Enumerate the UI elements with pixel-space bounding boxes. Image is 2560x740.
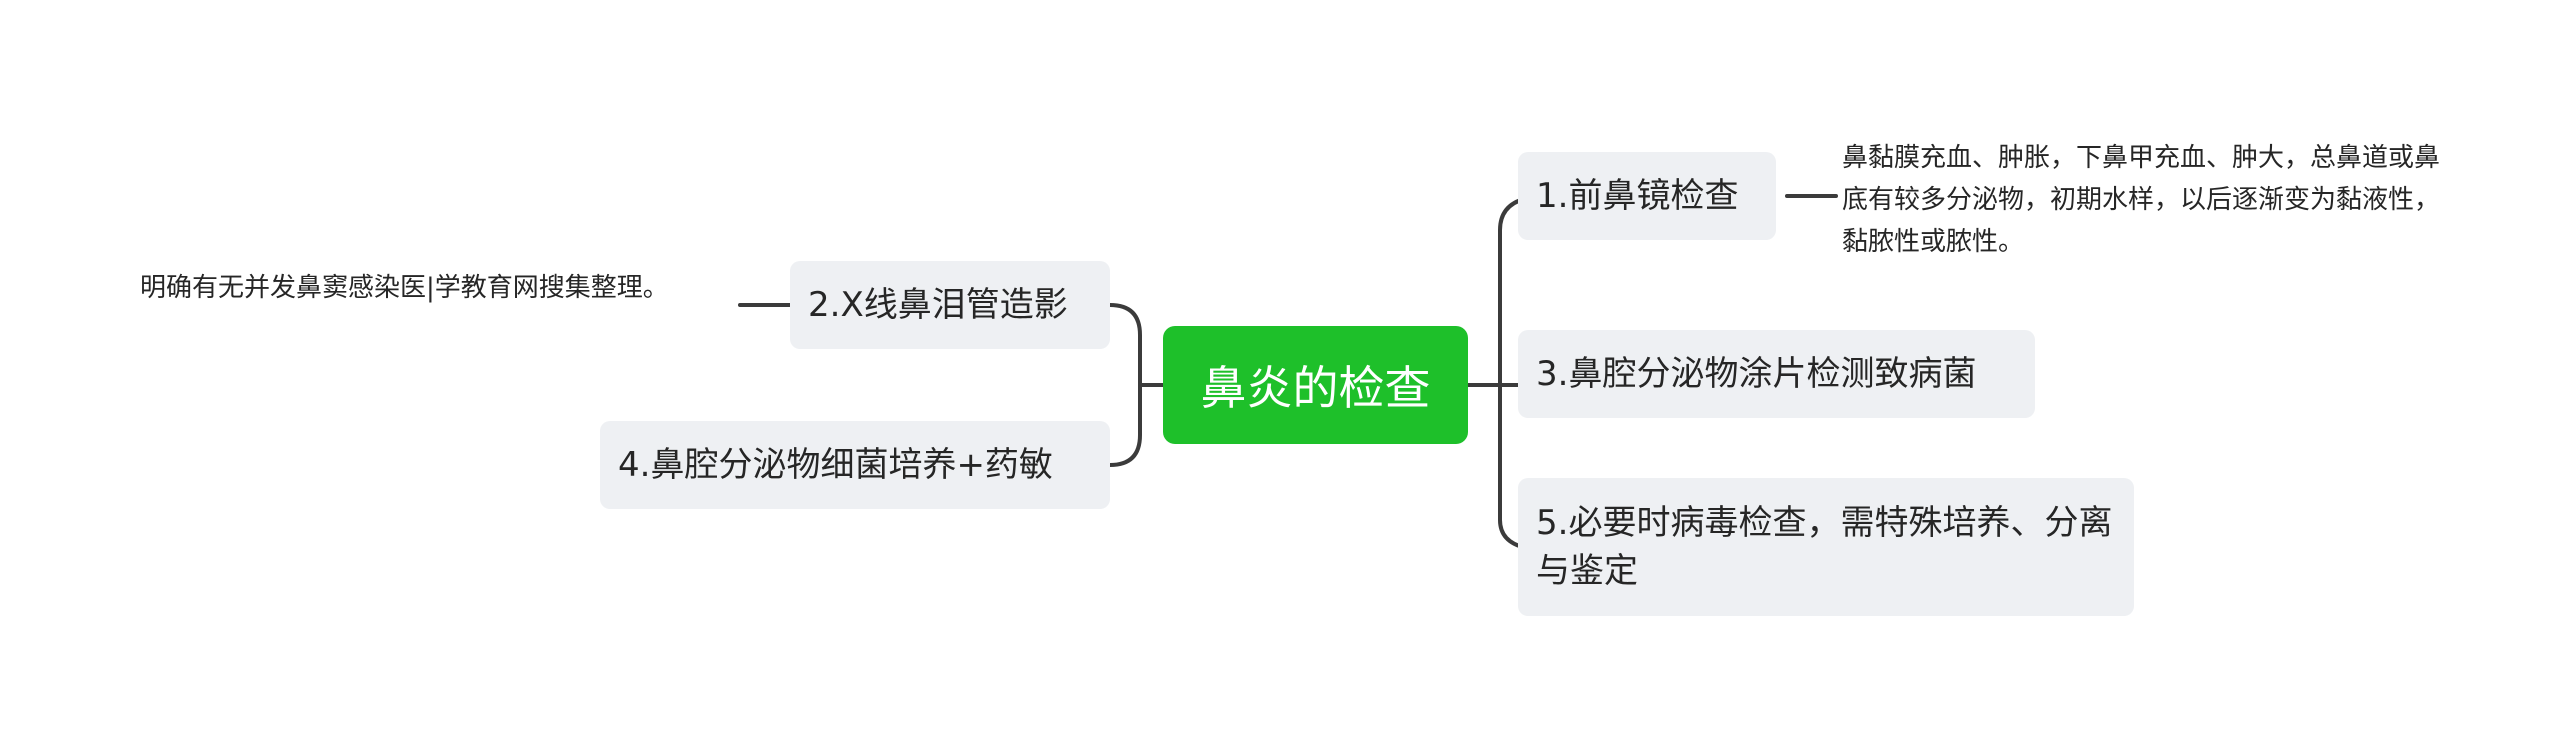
note-text: 鼻黏膜充血、肿胀，下鼻甲充血、肿大，总鼻道或鼻底有较多分泌物，初期水样，以后逐渐… <box>1842 143 2441 257</box>
branch-node-smear-test[interactable]: 3.鼻腔分泌物涂片检测致病菌 <box>1518 330 2035 418</box>
branch-node-virus-test[interactable]: 5.必要时病毒检查，需特殊培养、分离与鉴定 <box>1518 478 2134 616</box>
branch-node-front-rhinoscopy[interactable]: 1.前鼻镜检查 <box>1518 152 1776 240</box>
branch-label: 3.鼻腔分泌物涂片检测致病菌 <box>1536 354 1977 394</box>
branch-label: 2.X线鼻泪管造影 <box>808 285 1068 325</box>
note-xray-dacryography: 明确有无并发鼻窦感染医|学教育网搜集整理。 <box>140 267 725 309</box>
connector-to-b2 <box>1108 303 1142 467</box>
branch-label: 4.鼻腔分泌物细菌培养+药敏 <box>618 445 1053 485</box>
root-node[interactable]: 鼻炎的检查 <box>1163 326 1468 444</box>
root-label: 鼻炎的检查 <box>1200 361 1431 415</box>
branch-node-bacterial-culture[interactable]: 4.鼻腔分泌物细菌培养+药敏 <box>600 421 1110 509</box>
note-front-rhinoscopy: 鼻黏膜充血、肿胀，下鼻甲充血、肿大，总鼻道或鼻底有较多分泌物，初期水样，以后逐渐… <box>1842 137 2442 263</box>
branch-label: 1.前鼻镜检查 <box>1536 176 1739 216</box>
branch-label: 5.必要时病毒检查，需特殊培养、分离与鉴定 <box>1536 503 2113 591</box>
branch-node-xray-dacryography[interactable]: 2.X线鼻泪管造影 <box>790 261 1110 349</box>
note-text: 明确有无并发鼻窦感染医|学教育网搜集整理。 <box>140 273 669 303</box>
